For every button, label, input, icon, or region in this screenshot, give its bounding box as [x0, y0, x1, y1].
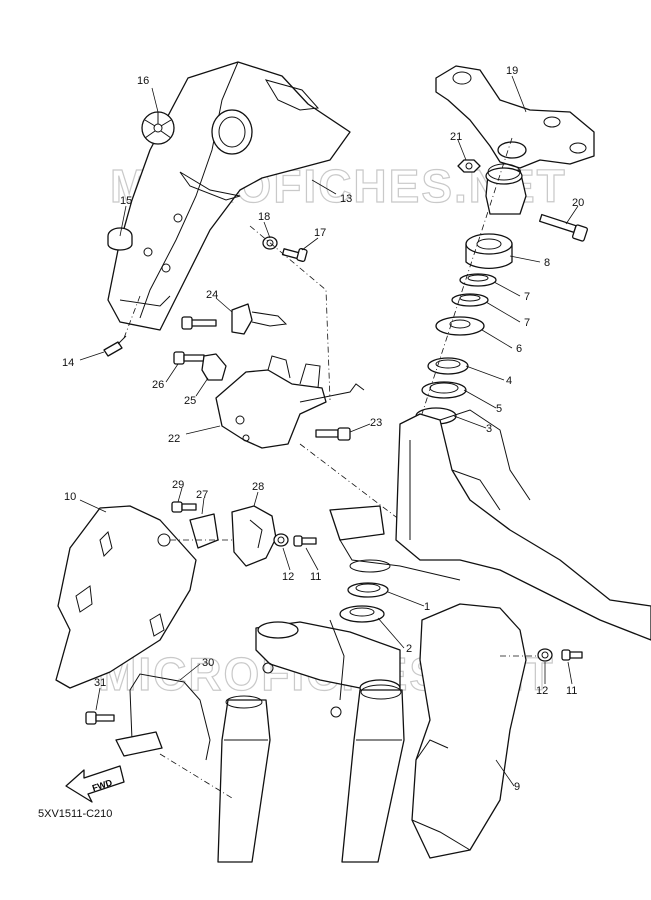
part-fork-right [330, 684, 405, 863]
callout-5: 5 [496, 403, 502, 415]
callout-22: 22 [168, 433, 180, 445]
part-bearing-1 [347, 582, 389, 598]
part-frame [329, 409, 651, 641]
leader-bracket-frame [299, 443, 401, 521]
part-nut-21 [457, 159, 481, 173]
part-side-cover-10 [55, 505, 197, 689]
part-stem-pinch [485, 163, 527, 215]
part-collar-8 [465, 233, 513, 270]
part-bolt-20 [538, 213, 588, 242]
callout-31: 31 [94, 677, 106, 689]
callout-numbers: 16 13 15 18 17 14 24 26 25 22 19 21 20 8… [62, 65, 584, 793]
diagram-code: 5XV1511-C210 [38, 808, 113, 820]
part-cover-28 [231, 505, 277, 567]
part-ring-nut-7b [451, 293, 489, 307]
callout-29: 29 [172, 479, 184, 491]
part-handle-crown-19 [435, 65, 595, 169]
callout-26: 26 [152, 379, 164, 391]
callout-11b: 11 [566, 685, 577, 697]
part-screw-14 [103, 335, 127, 357]
part-bolt-24b [181, 316, 217, 330]
part-bolt-17 [281, 247, 308, 263]
part-bracket-22 [215, 355, 327, 449]
part-collar-12b [537, 648, 553, 662]
callout-10: 10 [64, 491, 76, 503]
callout-1: 1 [424, 601, 430, 613]
fwd-arrow-icon: FWD [65, 765, 125, 803]
leader-stem-axis [419, 137, 513, 421]
part-collar-12a [273, 533, 289, 547]
callout-6: 6 [516, 343, 522, 355]
leader-guard [159, 753, 233, 799]
part-race-5 [421, 381, 467, 399]
callout-4: 4 [506, 375, 512, 387]
part-race-2 [339, 605, 385, 623]
part-clip-25 [201, 353, 227, 381]
part-ring-nut-7a [459, 273, 497, 287]
callout-leaders [79, 75, 579, 787]
callout-12b: 12 [536, 685, 548, 697]
part-bolt-23 [315, 427, 351, 441]
part-fork-left [217, 695, 271, 863]
callout-28: 28 [252, 481, 264, 493]
part-cap-15 [107, 227, 133, 251]
callout-30: 30 [202, 657, 214, 669]
callout-27: 27 [196, 489, 208, 501]
callout-15: 15 [120, 195, 132, 207]
leader-14 [123, 295, 141, 339]
callout-25: 25 [184, 395, 196, 407]
callout-11a: 11 [310, 571, 321, 583]
callout-19: 19 [506, 65, 518, 77]
callout-20: 20 [572, 197, 584, 209]
callout-9: 9 [514, 781, 520, 793]
callout-16: 16 [137, 75, 149, 87]
callout-7a: 7 [524, 291, 530, 303]
part-clip-24 [231, 303, 288, 335]
callout-7b: 7 [524, 317, 530, 329]
part-bearing-4 [427, 357, 469, 375]
callout-3: 3 [486, 423, 492, 435]
callout-13: 13 [340, 193, 352, 205]
part-washer-6 [435, 316, 485, 336]
part-wire-guard-30 [115, 673, 211, 761]
callout-23: 23 [370, 417, 382, 429]
callout-21: 21 [450, 131, 462, 143]
part-side-cover-9 [411, 603, 527, 859]
part-bracket-27 [189, 513, 219, 549]
part-bolt-11a [293, 535, 317, 547]
callout-14: 14 [62, 357, 74, 369]
callout-24: 24 [206, 289, 218, 301]
callout-17: 17 [314, 227, 326, 239]
part-bolt-31 [85, 711, 115, 725]
wire-hook [299, 383, 365, 403]
part-bolt-26 [173, 351, 205, 365]
part-bolt-29 [171, 501, 197, 513]
leader-bracket [249, 225, 331, 401]
callout-18: 18 [258, 211, 270, 223]
callout-12a: 12 [282, 571, 294, 583]
part-bolt-11b [561, 649, 583, 661]
callout-8: 8 [544, 257, 550, 269]
callout-2: 2 [406, 643, 412, 655]
part-grommet-16 [141, 111, 175, 145]
